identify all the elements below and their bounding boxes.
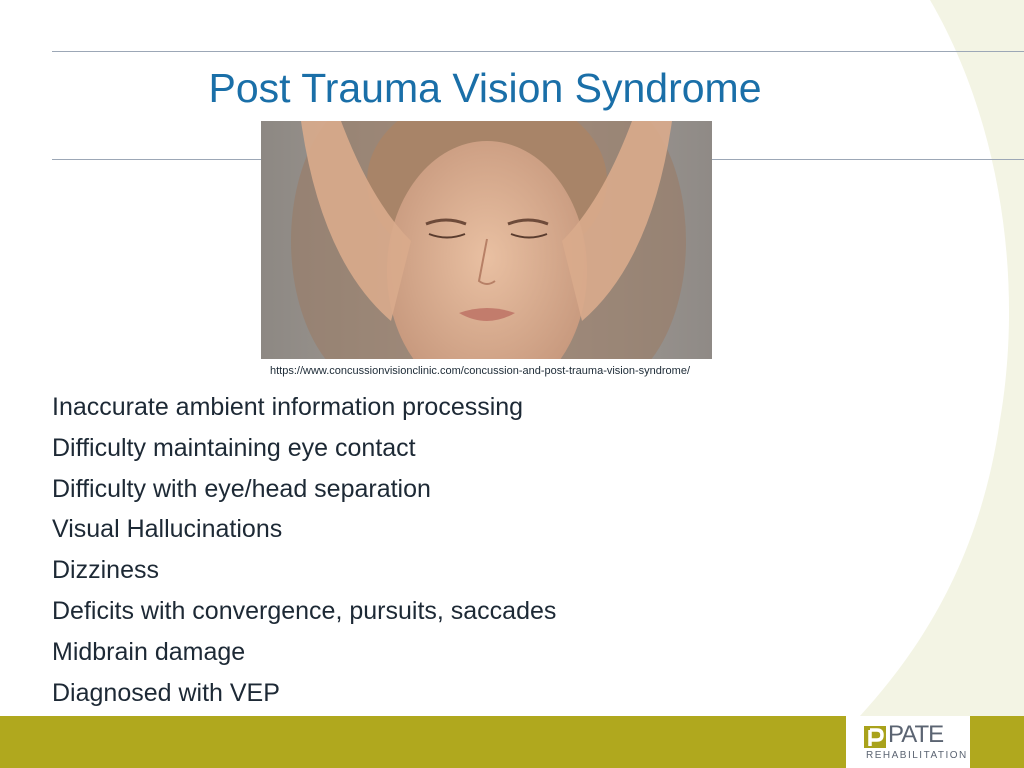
slide-title: Post Trauma Vision Syndrome: [208, 65, 762, 111]
list-item: Visual Hallucinations: [52, 515, 283, 544]
logo-word: PATE: [888, 721, 944, 748]
list-item: Difficulty with eye/head separation: [52, 474, 431, 503]
list-item: Midbrain damage: [52, 637, 246, 666]
pate-logo-mark-icon: [864, 726, 886, 748]
pate-logo: PATE REHABILITATION: [846, 716, 970, 768]
image-source-url[interactable]: https://www.concussionvisionclinic.com/c…: [270, 365, 690, 377]
headache-photo: [261, 121, 712, 359]
list-item: Inaccurate ambient information processin…: [52, 393, 524, 421]
logo-subtitle: REHABILITATION: [866, 750, 968, 761]
list-item: Dizziness: [52, 556, 159, 585]
top-divider: [52, 51, 1024, 52]
symptom-list: Inaccurate ambient information processin…: [52, 387, 556, 713]
list-item: Deficits with convergence, pursuits, sac…: [52, 596, 557, 625]
list-item: Difficulty maintaining eye contact: [52, 433, 416, 462]
list-item: Diagnosed with VEP: [52, 678, 280, 707]
